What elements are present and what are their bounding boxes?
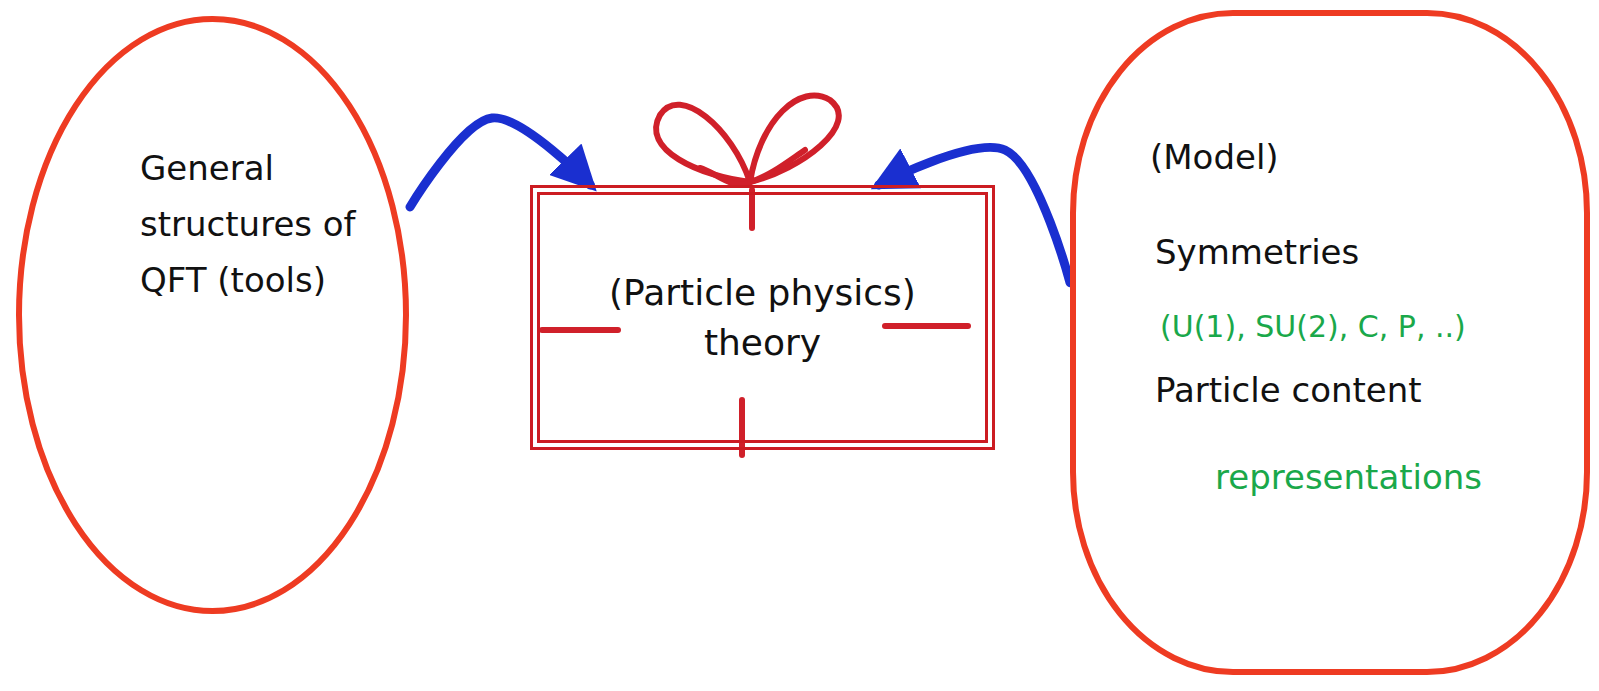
bow-tail <box>750 150 805 182</box>
theory-gift-box: (Particle physics) theory <box>530 185 995 450</box>
flow-arrow <box>879 147 1070 282</box>
ribbon-mark <box>749 190 755 228</box>
node-text: Symmetries <box>1155 230 1359 274</box>
region-outline-path <box>19 19 406 611</box>
node-text: (U(1), SU(2), C, P, ..) <box>1160 305 1466 349</box>
bow-tail <box>700 168 750 185</box>
ribbon-mark <box>542 327 618 333</box>
node-label: General structures of QFT (tools) <box>140 140 380 308</box>
node-label: (Particle physics) theory <box>593 268 933 368</box>
node-text: representations <box>1215 455 1482 499</box>
node-text: Particle content <box>1155 368 1422 412</box>
bow-right-loop <box>750 96 839 182</box>
ribbon-mark <box>885 323 968 329</box>
region-outline <box>15 15 410 615</box>
tools-region: General structures of QFT (tools) <box>15 15 410 615</box>
model-region: (Model) Symmetries (U(1), SU(2), C, P, ..)… <box>1070 10 1590 675</box>
node-label: (Model) <box>1150 135 1279 179</box>
region-outline-path <box>1073 13 1587 672</box>
